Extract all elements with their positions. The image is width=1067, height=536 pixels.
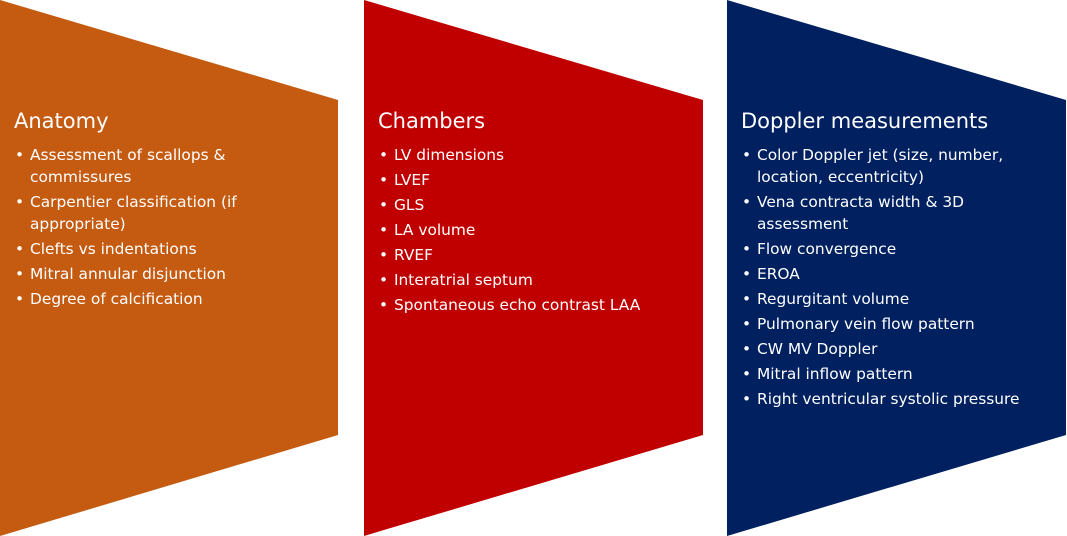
list-item: LV dimensions bbox=[378, 144, 668, 166]
panel-title: Doppler measurements bbox=[741, 109, 989, 133]
panel-anatomy: Anatomy Assessment of scallops & commiss… bbox=[0, 0, 340, 536]
list-item: LVEF bbox=[378, 169, 668, 191]
list-item: LA volume bbox=[378, 219, 668, 241]
panel-chambers-shape bbox=[364, 0, 703, 536]
list-item: Vena contracta width & 3D assessment bbox=[741, 191, 1051, 235]
bullet-list: LV dimensions LVEF GLS LA volume RVEF In… bbox=[378, 144, 668, 316]
bullet-list: Color Doppler jet (size, number, locatio… bbox=[741, 144, 1051, 410]
list-item: Assessment of scallops & commissures bbox=[14, 144, 259, 188]
panel-chambers: Chambers LV dimensions LVEF GLS LA volum… bbox=[364, 0, 704, 536]
panel-doppler-content: Doppler measurements Color Doppler jet (… bbox=[741, 108, 1051, 413]
list-item: Right ventricular systolic pressure bbox=[741, 388, 1051, 410]
list-item: Pulmonary vein flow pattern bbox=[741, 313, 1051, 335]
list-item: Interatrial septum bbox=[378, 269, 668, 291]
panel-title: Chambers bbox=[378, 109, 486, 133]
panel-doppler: Doppler measurements Color Doppler jet (… bbox=[727, 0, 1067, 536]
list-item: Carpentier classification (if appropriat… bbox=[14, 191, 259, 235]
list-item: Color Doppler jet (size, number, locatio… bbox=[741, 144, 1051, 188]
panel-anatomy-content: Anatomy Assessment of scallops & commiss… bbox=[14, 108, 259, 313]
list-item: Regurgitant volume bbox=[741, 288, 1051, 310]
list-item: Mitral annular disjunction bbox=[14, 263, 259, 285]
list-item: Degree of calcification bbox=[14, 288, 259, 310]
list-item: EROA bbox=[741, 263, 1051, 285]
panel-chambers-content: Chambers LV dimensions LVEF GLS LA volum… bbox=[378, 108, 668, 319]
list-item: RVEF bbox=[378, 244, 668, 266]
list-item: Clefts vs indentations bbox=[14, 238, 259, 260]
bullet-list: Assessment of scallops & commissures Car… bbox=[14, 144, 259, 310]
panel-title: Anatomy bbox=[14, 109, 109, 133]
panel-chambers-trapezoid bbox=[364, 0, 703, 536]
list-item: GLS bbox=[378, 194, 668, 216]
list-item: Flow convergence bbox=[741, 238, 1051, 260]
list-item: Mitral inflow pattern bbox=[741, 363, 1051, 385]
list-item: Spontaneous echo contrast LAA bbox=[378, 294, 668, 316]
list-item: CW MV Doppler bbox=[741, 338, 1051, 360]
